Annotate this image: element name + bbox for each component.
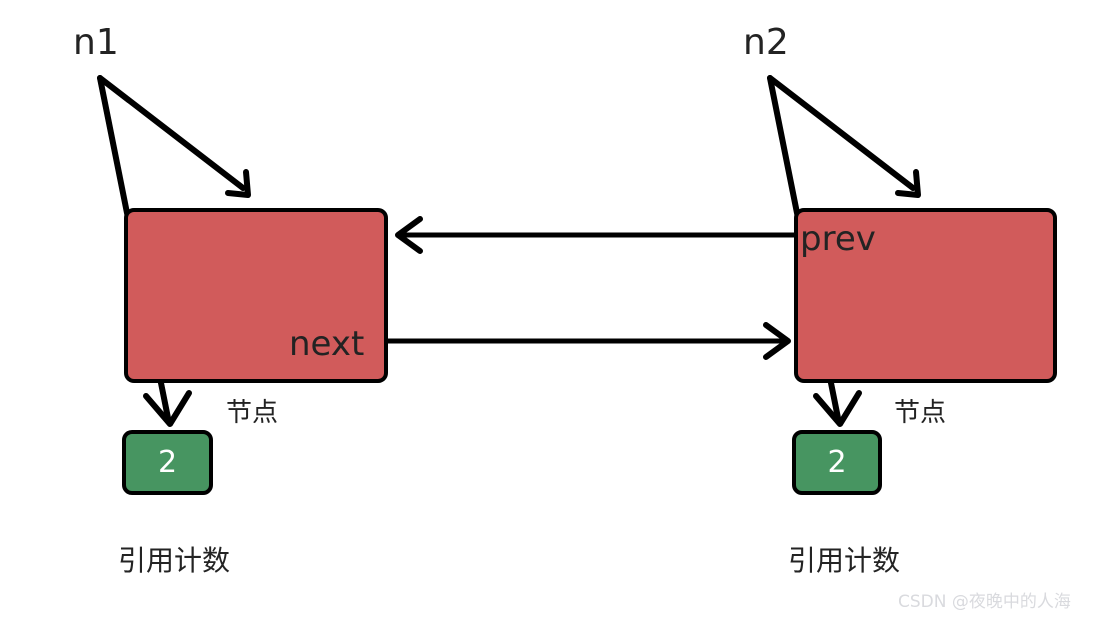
left-refcount-caption: 引用计数 xyxy=(118,544,231,577)
left-node-field-next: next xyxy=(289,324,365,364)
arrow-n1-to-node xyxy=(97,75,251,198)
right-refcount-box[interactable]: 2 xyxy=(792,430,882,495)
csdn-watermark: CSDN @夜晚中的人海 xyxy=(898,592,1071,612)
arrow-n2-to-node xyxy=(767,75,921,198)
right-node-caption: 节点 xyxy=(894,398,947,428)
left-refcount-value: 2 xyxy=(157,444,178,480)
right-pointer-label-n2: n2 xyxy=(743,22,789,63)
right-node-field-prev: prev xyxy=(800,219,876,259)
left-refcount-box[interactable]: 2 xyxy=(122,430,213,495)
left-pointer-label-n1: n1 xyxy=(73,22,119,63)
left-node-box[interactable] xyxy=(124,208,388,383)
right-refcount-caption: 引用计数 xyxy=(788,544,901,577)
left-node-caption: 节点 xyxy=(226,398,279,428)
arrow-prev-link xyxy=(395,216,794,254)
right-node-box[interactable] xyxy=(794,208,1057,383)
arrow-next-link xyxy=(388,322,791,360)
right-refcount-value: 2 xyxy=(827,444,847,480)
